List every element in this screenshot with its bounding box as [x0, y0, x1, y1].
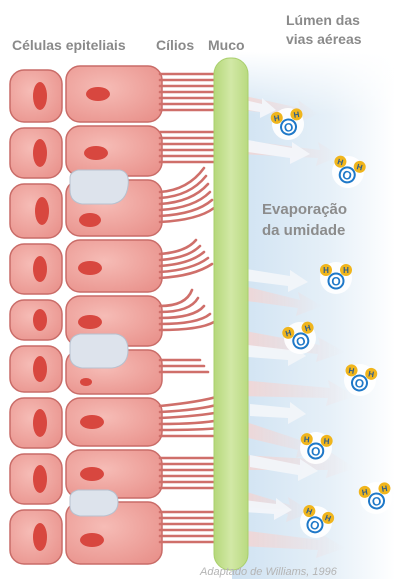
columnar-cells: [66, 66, 162, 564]
mucus-layer: [214, 58, 248, 570]
evaporation-label-line2: da umidade: [262, 221, 345, 241]
evaporation-label-line1: Evaporação: [262, 200, 347, 220]
lumen-label-line1: Lúmen das: [286, 12, 360, 29]
oxygen-atom: O: [331, 275, 340, 289]
cilia: [160, 74, 222, 542]
lumen-label-line2: vias aéreas: [286, 31, 362, 48]
hydrogen-atom: H: [343, 266, 349, 275]
oxygen-atom: O: [310, 444, 321, 459]
hydrogen-atom: H: [323, 266, 329, 275]
mucus-label: Muco: [208, 37, 245, 54]
basal-nuclei: [33, 82, 49, 551]
source-credit: Adaptado de Williams, 1996: [200, 566, 337, 578]
hydrogen-atom: H: [303, 435, 310, 444]
cilia-label: Cílios: [156, 37, 194, 54]
epithelial-cells-label: Células epiteliais: [12, 37, 126, 54]
water-molecule: OH H: [320, 262, 352, 294]
epithelial-cell-layer: [10, 66, 162, 564]
hydrogen-atom: H: [323, 437, 330, 446]
